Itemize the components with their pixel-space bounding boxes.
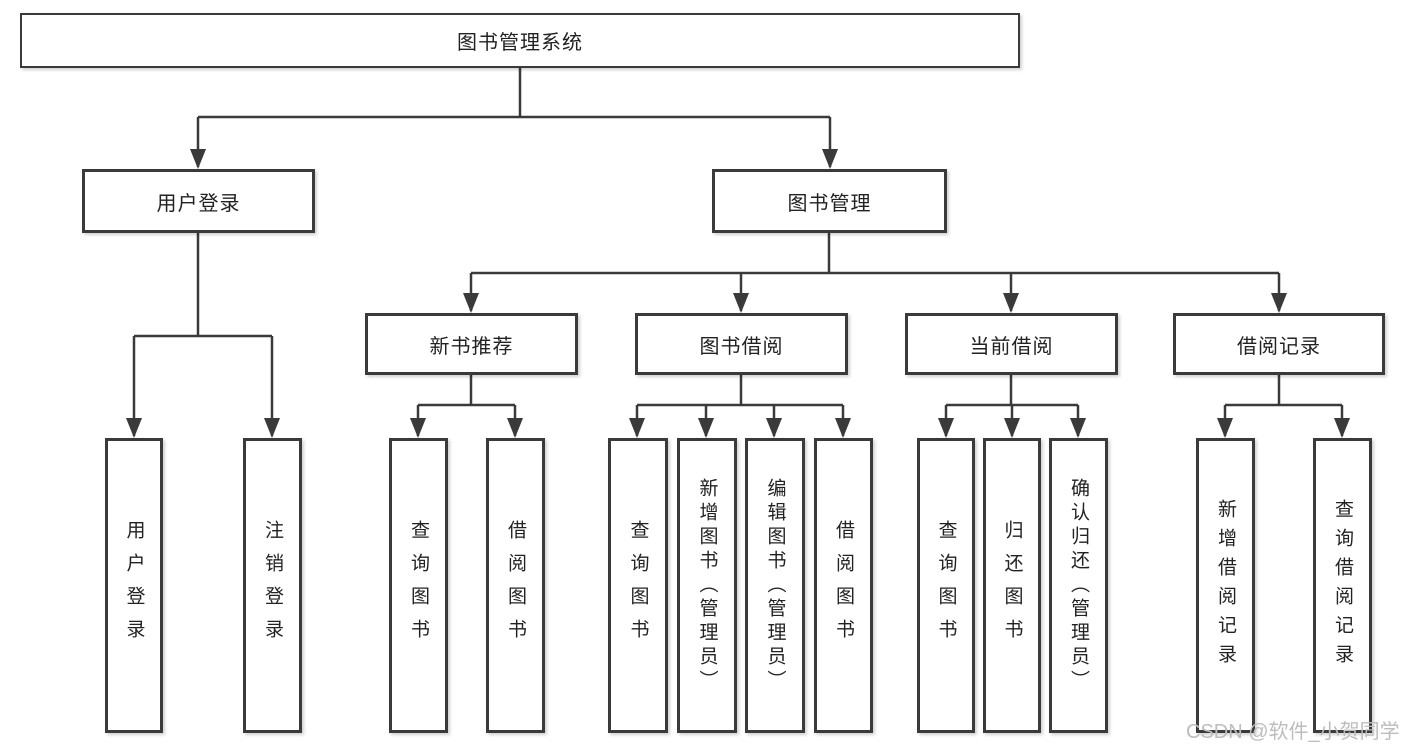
node-borrowing-records: 借阅记录 (1173, 313, 1385, 375)
node-leaf-query-books-borrow: 查询图书 (608, 438, 668, 733)
node-leaf-add-books-admin: 新增图书（管理员） (677, 438, 737, 733)
node-leaf-query-books-borrow-label: 查询图书 (627, 519, 649, 652)
node-leaf-query-books-recommend: 查询图书 (389, 438, 448, 733)
node-root-label: 图书管理系统 (457, 32, 583, 54)
node-leaf-add-borrow-record-label: 新增借阅记录 (1215, 498, 1236, 673)
node-book-management: 图书管理 (712, 169, 947, 233)
node-new-book-recommend: 新书推荐 (365, 313, 578, 375)
node-root-system: 图书管理系统 (20, 13, 1020, 68)
node-leaf-return-books-label: 归还图书 (1001, 519, 1023, 652)
node-leaf-add-books-admin-label: 新增图书（管理员） (696, 477, 718, 694)
node-leaf-query-books-current-label: 查询图书 (935, 519, 957, 652)
node-leaf-borrow-books: 借阅图书 (814, 438, 873, 733)
node-leaf-query-borrow-record: 查询借阅记录 (1313, 438, 1372, 733)
node-new-book-recommend-label: 新书推荐 (429, 335, 514, 358)
node-book-borrowing: 图书借阅 (635, 313, 848, 375)
node-leaf-query-borrow-record-label: 查询借阅记录 (1332, 498, 1353, 673)
node-borrowing-records-label: 借阅记录 (1237, 335, 1321, 358)
node-leaf-confirm-return-admin: 确认归还（管理员） (1049, 438, 1108, 733)
node-current-borrowing: 当前借阅 (905, 313, 1118, 375)
node-leaf-user-login-label: 用户登录 (123, 519, 145, 652)
node-current-borrowing-label: 当前借阅 (969, 335, 1054, 358)
node-user-login-label: 用户登录 (156, 192, 241, 215)
node-leaf-borrow-books-recommend-label: 借阅图书 (505, 519, 526, 652)
node-leaf-borrow-books-label: 借阅图书 (833, 519, 854, 652)
node-leaf-borrow-books-recommend: 借阅图书 (486, 438, 545, 733)
node-leaf-query-books-recommend-label: 查询图书 (408, 519, 429, 652)
node-leaf-logout-label: 注销登录 (262, 519, 283, 652)
node-user-login: 用户登录 (82, 169, 315, 233)
node-leaf-add-borrow-record: 新增借阅记录 (1196, 438, 1255, 733)
node-leaf-edit-books-admin: 编辑图书（管理员） (745, 438, 805, 733)
node-leaf-logout: 注销登录 (243, 438, 302, 733)
arrowheads (126, 149, 1350, 438)
node-book-borrowing-label: 图书借阅 (699, 335, 784, 358)
node-leaf-edit-books-admin-label: 编辑图书（管理员） (764, 477, 786, 694)
node-leaf-user-login: 用户登录 (105, 438, 163, 733)
node-leaf-confirm-return-admin-label: 确认归还（管理员） (1068, 477, 1089, 694)
node-book-management-label: 图书管理 (787, 192, 872, 215)
node-leaf-return-books: 归还图书 (983, 438, 1041, 733)
node-leaf-query-books-current: 查询图书 (917, 438, 975, 733)
watermark: CSDN @软件_小贺同学 (1186, 721, 1400, 743)
